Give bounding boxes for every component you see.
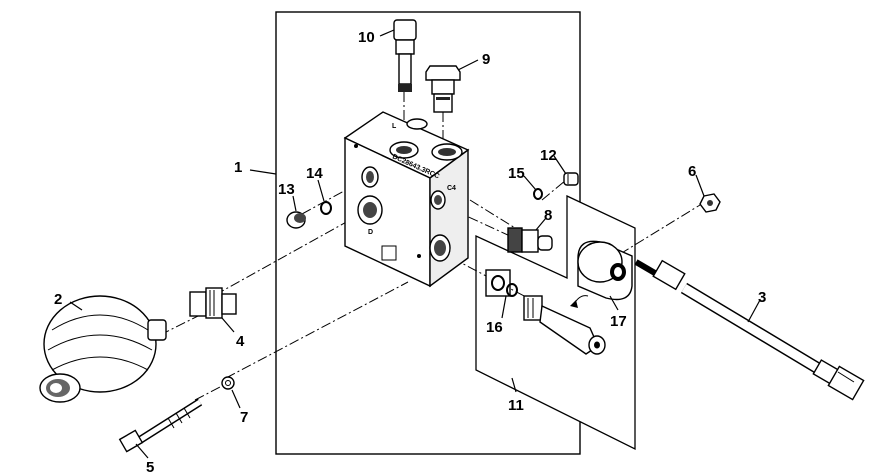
callout-5: 5 [146,459,154,472]
callout-9: 9 [482,51,490,68]
part-2-accumulator [39,295,167,403]
port-label-d: D [368,229,373,236]
part-6-nut [699,193,721,213]
callout-12: 12 [540,147,557,164]
part-15-o-ring [533,188,543,200]
part-13-plug [286,211,306,229]
callout-10: 10 [358,29,375,46]
part-3-wiring-harness [634,259,865,401]
callout-7: 7 [240,409,248,426]
part-10-cartridge [393,19,417,92]
callout-11: 11 [508,397,524,414]
callout-6: 6 [688,163,696,180]
callout-2: 2 [54,291,62,308]
valve-block: DC28643.3RCC C4 D L [343,111,470,288]
callout-numbers: 1 2 3 4 5 6 7 8 9 10 11 12 13 14 15 16 1… [54,29,766,472]
callout-4: 4 [236,333,245,350]
part-5-bolt [118,398,203,453]
callout-17: 17 [610,313,627,330]
part-8-pressure-sensor [507,227,553,253]
callout-14: 14 [306,165,323,182]
callout-15: 15 [508,165,525,182]
part-12-plug [563,172,579,186]
part-16-seal [485,269,518,297]
callout-13: 13 [278,181,295,198]
callout-leaders [69,29,761,459]
part-4-fitting [189,287,237,319]
callout-8: 8 [544,207,552,224]
part-7-washer [221,376,235,390]
port-label-l: L [392,123,397,130]
callout-16: 16 [486,319,503,336]
part-14-o-ring [320,201,332,215]
solenoid-cartridge [523,295,606,355]
port-label-c4: C4 [447,185,456,192]
callout-1: 1 [234,159,242,176]
part-9-cartridge-valve [425,65,461,113]
callout-3: 3 [758,289,766,306]
part-17-solenoid-coil [570,240,633,308]
